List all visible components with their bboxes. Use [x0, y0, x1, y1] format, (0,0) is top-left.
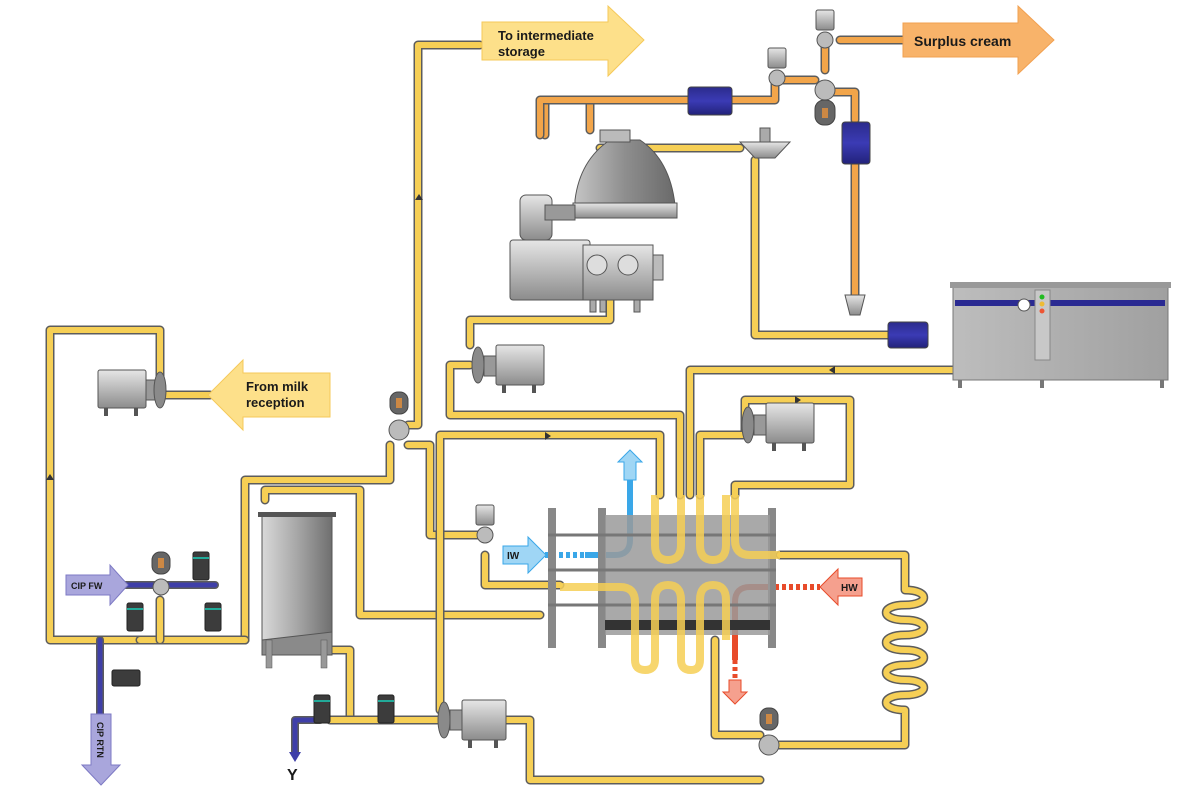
- iw-outlet-arrow: [616, 449, 644, 481]
- from-milk-reception-arrow: From milk reception: [207, 358, 331, 432]
- from-milk-reception-label-2: reception: [246, 395, 305, 410]
- constant-pressure-valve[interactable]: [844, 294, 866, 316]
- return-valve[interactable]: [758, 707, 780, 756]
- cip-butterfly-valve-1[interactable]: [192, 551, 210, 581]
- to-intermediate-storage-label-2: storage: [498, 44, 545, 59]
- cream-valve-1[interactable]: [767, 47, 787, 87]
- surplus-cream-label: Surplus cream: [914, 33, 1011, 49]
- cip-butterfly-valve-2[interactable]: [126, 602, 144, 632]
- drain-label: Y: [287, 767, 298, 784]
- flow-direction-markers: [46, 194, 835, 480]
- product-pump[interactable]: [437, 699, 507, 748]
- control-cabinet[interactable]: [950, 282, 1171, 388]
- to-intermediate-storage-arrow: To intermediate storage: [481, 4, 645, 78]
- phe-inlet-valve[interactable]: [475, 504, 495, 544]
- surplus-cream-arrow: Surplus cream: [902, 4, 1055, 76]
- product-pipes: [45, 40, 980, 785]
- valves: [111, 9, 836, 756]
- cream-valve-2[interactable]: [815, 9, 835, 49]
- cip-butterfly-valve-3[interactable]: [204, 602, 222, 632]
- heat-exchanger-pump[interactable]: [741, 402, 815, 451]
- hw-arrow: HW: [819, 567, 863, 607]
- plate-heat-exchanger[interactable]: [548, 495, 780, 675]
- iw-arrow: IW: [502, 535, 547, 575]
- separator-feed-pump[interactable]: [471, 344, 545, 393]
- drain-valve-2[interactable]: [377, 694, 395, 724]
- hw-label: HW: [841, 583, 858, 594]
- cip-rtn-label: CIP RTN: [95, 722, 105, 758]
- skim-milk-outlet[interactable]: [738, 127, 792, 159]
- cip-rtn-arrow: CIP RTN: [80, 713, 122, 786]
- hw-outlet-arrow: [721, 679, 749, 705]
- cip-pipes: [96, 581, 324, 756]
- cream-control-valve[interactable]: [814, 79, 836, 126]
- cip-fw-valve[interactable]: [151, 551, 171, 596]
- cream-flow-meter-1[interactable]: [687, 86, 733, 116]
- cip-return-valve[interactable]: [111, 669, 141, 687]
- cream-pipes: [535, 35, 910, 300]
- inlet-pump[interactable]: [97, 369, 167, 416]
- from-milk-reception-label-1: From milk: [246, 379, 309, 394]
- iw-label: IW: [507, 551, 520, 562]
- product-flow-meter[interactable]: [887, 321, 929, 349]
- drain-valve-1[interactable]: [313, 694, 331, 724]
- cream-flow-meter-2[interactable]: [841, 121, 871, 165]
- cip-fw-arrow: CIP FW: [65, 563, 129, 607]
- to-intermediate-storage-label-1: To intermediate: [498, 28, 594, 43]
- balance-tank[interactable]: [258, 512, 336, 669]
- cip-fw-label: CIP FW: [71, 581, 103, 591]
- pipe-network: [45, 35, 980, 785]
- separator[interactable]: [509, 129, 678, 313]
- tank-outlet-valve[interactable]: [388, 391, 410, 441]
- drain-symbol: Y: [287, 752, 301, 784]
